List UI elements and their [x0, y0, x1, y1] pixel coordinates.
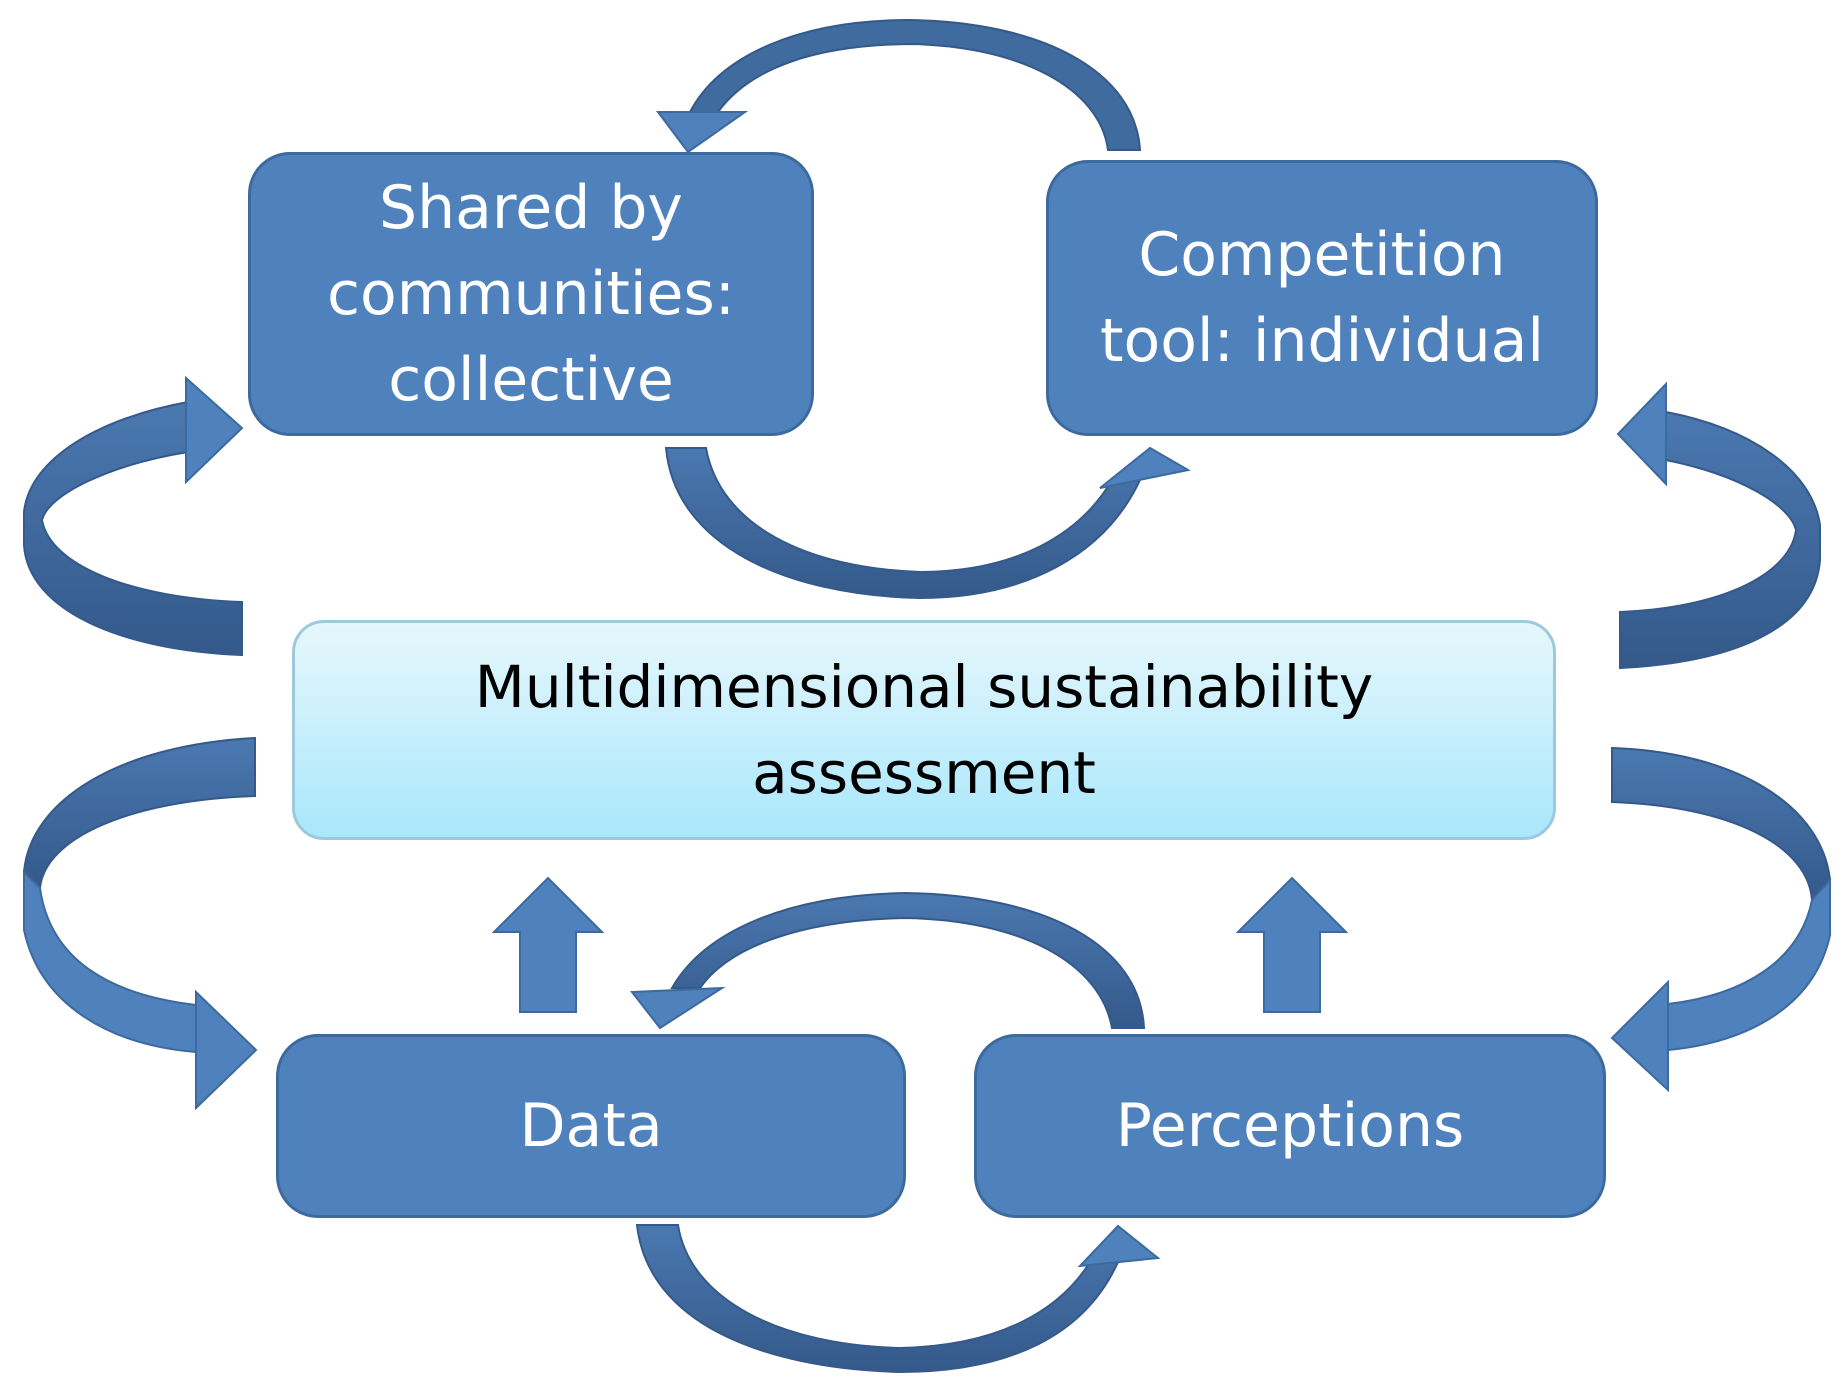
loop-arrow-left-to-data — [23, 736, 258, 1111]
up-arrow-data-to-assessment — [491, 876, 605, 1013]
arc-arrow-shared-to-competition — [664, 446, 1191, 600]
node-data-label: Data — [519, 1091, 663, 1161]
node-center-line-1: Multidimensional sustainability — [474, 653, 1374, 721]
node-shared-line-1: Shared by — [379, 173, 683, 243]
arc-arrow-data-to-perceptions — [635, 1224, 1161, 1374]
loop-arrow-left-to-shared — [23, 375, 244, 657]
loop-arrow-right-to-competition — [1616, 381, 1821, 670]
node-perceptions-label: Perceptions — [1115, 1091, 1465, 1161]
node-competition-tool: Competition tool: individual — [1046, 160, 1598, 436]
node-competition-line-1: Competition — [1138, 220, 1506, 290]
arc-arrow-competition-to-shared — [656, 18, 1142, 154]
node-shared-line-3: collective — [388, 345, 674, 415]
node-center-line-2: assessment — [752, 739, 1096, 807]
arc-arrow-perceptions-to-data — [630, 891, 1146, 1030]
loop-arrow-right-to-perceptions — [1610, 746, 1831, 1093]
node-shared-by-communities: Shared by communities: collective — [248, 152, 814, 436]
up-arrow-perceptions-to-assessment — [1235, 876, 1349, 1013]
node-data: Data — [276, 1034, 906, 1218]
node-shared-line-2: communities: — [327, 259, 735, 329]
node-perceptions: Perceptions — [974, 1034, 1606, 1218]
node-competition-line-2: tool: individual — [1099, 306, 1545, 376]
node-sustainability-assessment: Multidimensional sustainability assessme… — [292, 620, 1556, 840]
